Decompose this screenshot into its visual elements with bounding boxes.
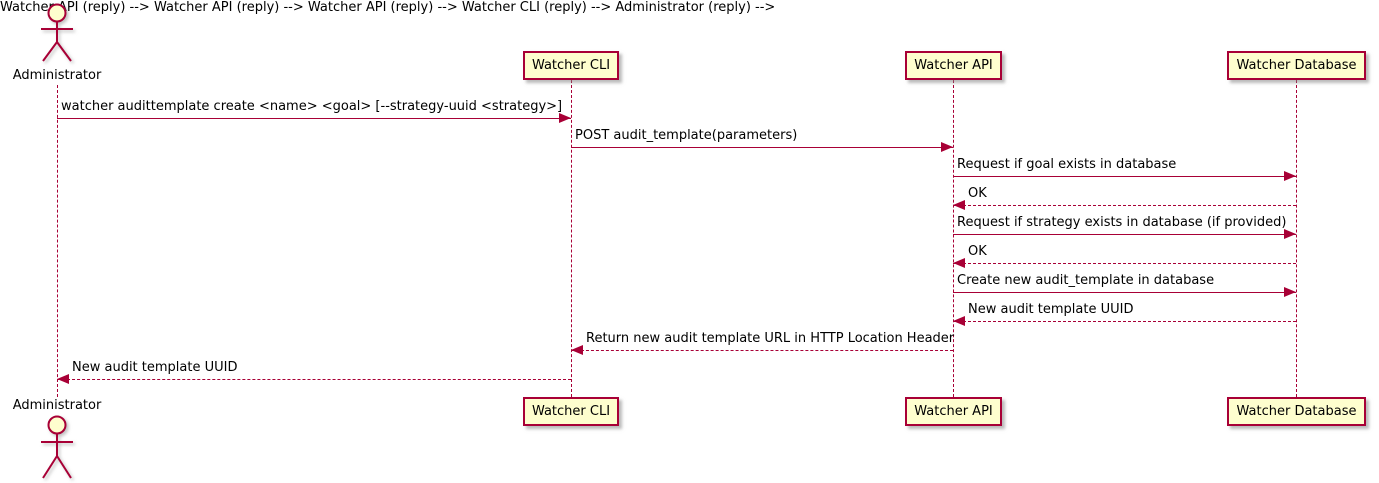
message-label: Create new audit_template in database bbox=[957, 273, 1215, 288]
participant-watcher-cli-bottom: Watcher CLI bbox=[523, 397, 619, 426]
administrator-actor-icon bbox=[34, 412, 80, 483]
participant-watcher-api-top: Watcher API bbox=[905, 51, 1002, 80]
administrator-label-top: Administrator bbox=[12, 68, 102, 83]
message-label: Return new audit template URL in HTTP Lo… bbox=[586, 331, 955, 346]
arrowhead-icon bbox=[57, 374, 69, 384]
message-arrow bbox=[953, 292, 1296, 293]
participant-watcher-database-top: Watcher Database bbox=[1227, 51, 1366, 80]
participant-watcher-database-bottom: Watcher Database bbox=[1227, 397, 1366, 426]
message-label: Request if strategy exists in database (… bbox=[957, 215, 1287, 230]
message-arrow bbox=[57, 118, 571, 119]
message-label: watcher audittemplate create <name> <goa… bbox=[61, 99, 563, 114]
message-arrow bbox=[953, 321, 1296, 322]
participant-watcher-database-label: Watcher Database bbox=[1236, 58, 1357, 73]
arrowhead-icon bbox=[953, 316, 965, 326]
message-arrow bbox=[953, 205, 1296, 206]
message-label: New audit template UUID bbox=[968, 302, 1134, 317]
message-label: New audit template UUID bbox=[72, 360, 238, 375]
message-arrow bbox=[571, 350, 953, 351]
lifeline-watcher-database bbox=[1296, 80, 1297, 397]
participant-watcher-api-label: Watcher API bbox=[914, 58, 993, 73]
participant-watcher-cli-label: Watcher CLI bbox=[531, 404, 611, 419]
participant-watcher-api-label: Watcher API bbox=[914, 404, 993, 419]
arrowhead-icon bbox=[559, 113, 571, 123]
message-label: POST audit_template(parameters) bbox=[575, 128, 798, 143]
administrator-label-bottom: Administrator bbox=[12, 398, 102, 413]
arrowhead-icon bbox=[941, 142, 953, 152]
message-label: OK bbox=[968, 186, 987, 201]
arrowhead-icon bbox=[1284, 287, 1296, 297]
participant-watcher-api-bottom: Watcher API bbox=[905, 397, 1002, 426]
arrowhead-icon bbox=[1284, 229, 1296, 239]
participant-watcher-cli-top: Watcher CLI bbox=[523, 51, 619, 80]
message-arrow bbox=[953, 263, 1296, 264]
arrowhead-icon bbox=[571, 345, 583, 355]
participant-watcher-cli-label: Watcher CLI bbox=[531, 58, 611, 73]
arrowhead-icon bbox=[953, 200, 965, 210]
message-arrow bbox=[953, 234, 1296, 235]
arrowhead-icon bbox=[1284, 171, 1296, 181]
message-label: OK bbox=[968, 244, 987, 259]
arrowhead-icon bbox=[953, 258, 965, 268]
lifeline-watcher-cli bbox=[571, 80, 572, 397]
message-arrow bbox=[953, 176, 1296, 177]
participant-watcher-database-label: Watcher Database bbox=[1236, 404, 1357, 419]
message-arrow bbox=[57, 379, 571, 380]
lifeline-watcher-api bbox=[953, 80, 954, 397]
lifeline-administrator bbox=[57, 85, 58, 397]
administrator-actor-icon bbox=[34, 2, 80, 68]
message-arrow bbox=[571, 147, 953, 148]
message-label: Request if goal exists in database bbox=[957, 157, 1177, 172]
